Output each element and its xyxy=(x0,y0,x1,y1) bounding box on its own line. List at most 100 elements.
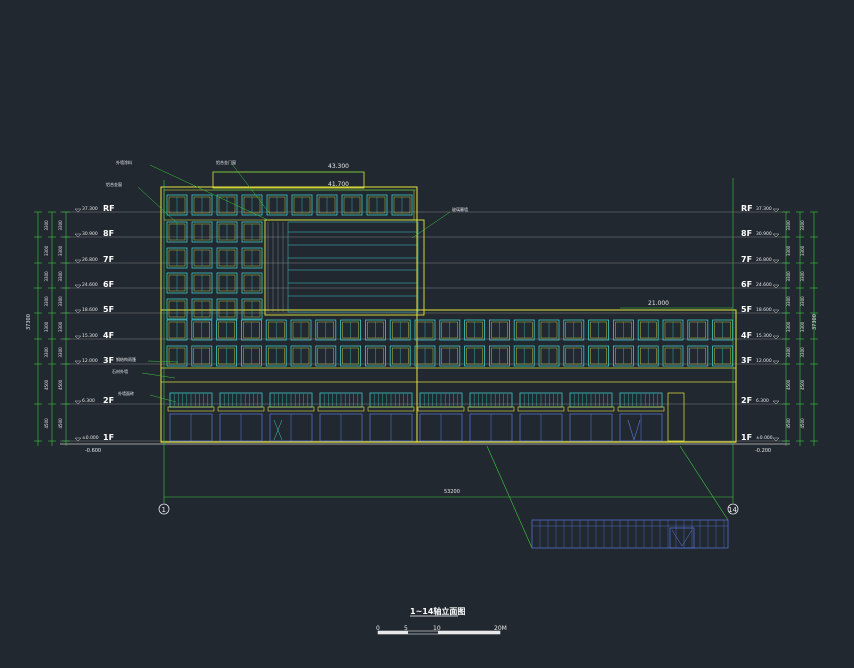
ground-level-left: -0.600 xyxy=(85,448,101,454)
window xyxy=(563,345,585,367)
ground-floor-shopfronts xyxy=(167,392,685,442)
window xyxy=(166,319,188,341)
overall-width-dim: 53200 xyxy=(444,489,460,495)
axis-bubble-left xyxy=(158,503,170,515)
window xyxy=(340,319,362,341)
floor-dim-right: 4500 xyxy=(800,418,805,429)
window xyxy=(538,345,560,367)
floor-dim-right: 3300 xyxy=(800,271,805,282)
window xyxy=(216,345,238,367)
floor-subdim-left: 4500 xyxy=(58,379,63,390)
window xyxy=(513,345,535,367)
floor-dim-right: 3300 xyxy=(800,245,805,256)
scale-tick-20m: 20M xyxy=(494,625,507,632)
shopfront xyxy=(517,392,565,442)
level-marker xyxy=(74,335,82,340)
floor-dim-right: 3300 xyxy=(800,347,805,358)
floor-subdim-right: 3300 xyxy=(786,245,791,256)
level-marker xyxy=(772,284,780,289)
floor-label-right: 1F xyxy=(741,433,752,442)
annotation-leader xyxy=(231,163,271,215)
podium-outline xyxy=(160,309,737,443)
floor-label-right: 7F xyxy=(741,255,752,264)
floor-subdim-right: 3300 xyxy=(786,347,791,358)
annotation-leader xyxy=(411,211,451,239)
floor-dim-left: 3300 xyxy=(44,347,49,358)
floor-subdim-left: 3300 xyxy=(58,271,63,282)
window xyxy=(191,194,213,216)
axis-label-left: 1 xyxy=(162,506,166,514)
floor-label-right: 4F xyxy=(741,331,752,340)
level-marker xyxy=(772,400,780,405)
level-marker xyxy=(74,259,82,264)
window xyxy=(291,194,313,216)
window xyxy=(241,194,263,216)
window-grid xyxy=(166,194,733,367)
annotation-7: 外墙面砖 xyxy=(118,390,134,396)
annotation-leader xyxy=(149,164,269,221)
detail-callout xyxy=(486,445,729,549)
floor-dim-right: 3300 xyxy=(800,296,805,307)
level-left: ±0.000 xyxy=(82,435,99,441)
shopfront xyxy=(467,392,515,442)
curtain-wall-frame xyxy=(287,221,419,313)
floor-label-left: 8F xyxy=(103,229,114,238)
window xyxy=(166,247,188,269)
dimension-lines xyxy=(34,163,818,503)
level-left: 15.300 xyxy=(82,333,98,339)
annotation-4: 玻璃幕墙 xyxy=(452,206,468,212)
annotation-leader xyxy=(147,360,179,363)
shopfront xyxy=(417,392,465,442)
level-marker xyxy=(74,233,82,238)
podium-band xyxy=(160,367,737,383)
level-marker xyxy=(772,437,780,442)
floor-label-right: 5F xyxy=(741,305,752,314)
detail-box xyxy=(531,519,729,549)
level-right: 12.000 xyxy=(756,358,772,364)
floor-subdim-right: 3300 xyxy=(786,220,791,231)
level-marker xyxy=(772,208,780,213)
window xyxy=(637,319,659,341)
floor-subdim-right: 4500 xyxy=(786,379,791,390)
window xyxy=(241,272,263,294)
annotation-leader xyxy=(137,186,179,225)
window xyxy=(563,319,585,341)
floor-label-left: 5F xyxy=(103,305,114,314)
curtain-wall-block xyxy=(264,219,425,316)
window xyxy=(240,345,262,367)
window xyxy=(364,345,386,367)
floor-label-right: 3F xyxy=(741,356,752,365)
service-door xyxy=(627,419,641,441)
floor-dim-right: 4500 xyxy=(800,379,805,390)
axis-label-right: 14 xyxy=(728,506,737,514)
level-marker xyxy=(74,284,82,289)
window xyxy=(216,194,238,216)
detail-leader xyxy=(679,445,729,521)
window xyxy=(290,345,312,367)
scale-tick-10: 10 xyxy=(433,625,441,632)
window xyxy=(588,345,609,367)
level-left: 18.600 xyxy=(82,307,98,313)
window xyxy=(439,345,461,367)
annotation-leader xyxy=(149,394,177,403)
window xyxy=(439,319,461,341)
tower-top-band xyxy=(163,189,415,221)
right-total-height: 37300 xyxy=(812,314,818,330)
level-marker xyxy=(74,400,82,405)
floor-label-right: RF xyxy=(741,204,753,213)
ground-level-right: -0.200 xyxy=(755,448,771,454)
level-left: 6.300 xyxy=(82,398,95,404)
level-marker xyxy=(772,309,780,314)
floor-dim-left: 4500 xyxy=(44,379,49,390)
level-marker xyxy=(772,335,780,340)
level-marker xyxy=(74,309,82,314)
shopfront xyxy=(367,392,415,442)
level-left: 24.600 xyxy=(82,282,98,288)
annotation-3: 铝合金门窗 xyxy=(216,159,236,165)
axis-bubble-right xyxy=(727,503,739,515)
floor-subdim-right: 4500 xyxy=(786,418,791,429)
floor-subdim-right: 3300 xyxy=(786,271,791,282)
window xyxy=(166,272,188,294)
window xyxy=(191,221,213,243)
window xyxy=(316,194,338,216)
